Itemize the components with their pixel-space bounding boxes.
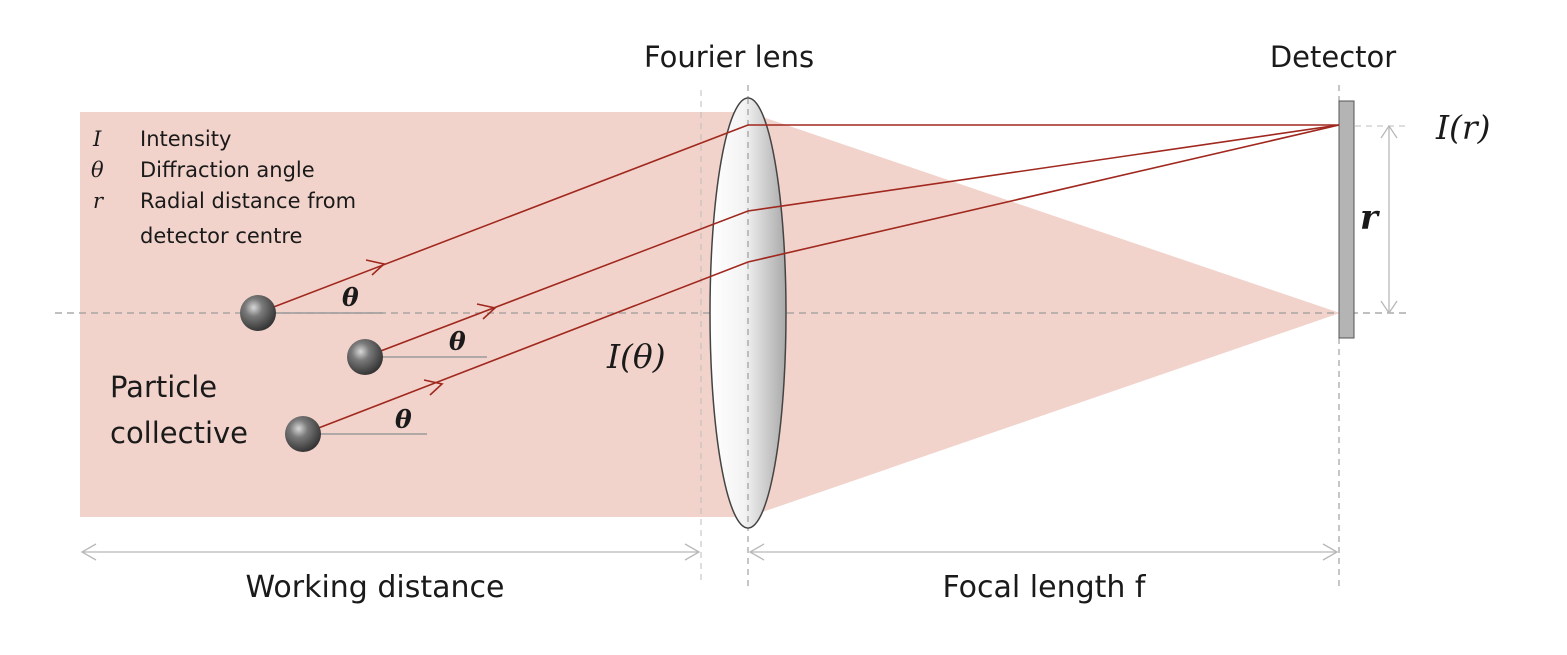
- working-distance-label: Working distance: [245, 570, 504, 605]
- ray-arrowheads: [365, 259, 497, 396]
- particle-3: [285, 416, 321, 452]
- theta-label-1: θ: [342, 283, 359, 312]
- diffracted-rays: [257, 124, 1340, 435]
- particle-1: [240, 295, 276, 331]
- legend-text-angle: Diffraction angle: [140, 158, 315, 182]
- intensity-r-label: I(r): [1435, 108, 1491, 147]
- legend: I Intensity θ Diffraction angle r Radial…: [91, 127, 356, 248]
- particle-label-line2: collective: [110, 416, 248, 450]
- focal-length-label: Focal length f: [942, 570, 1146, 605]
- intensity-theta-label: I(θ): [606, 337, 666, 376]
- working-distance-arrow: [80, 543, 701, 561]
- ray-1: [257, 124, 1339, 314]
- particle-2: [347, 339, 383, 375]
- legend-text-intensity: Intensity: [140, 127, 231, 151]
- detector-plate: [1338, 100, 1355, 339]
- legend-text-radial-cont: detector centre: [140, 224, 302, 248]
- beam-cone-focal: [748, 112, 1340, 517]
- detector-label: Detector: [1270, 40, 1396, 74]
- arrowhead-3: [423, 379, 444, 396]
- beam-region-working: [80, 112, 748, 517]
- legend-symbol-angle: θ: [91, 158, 104, 182]
- focal-length-arrow: [748, 543, 1339, 561]
- ray-3: [302, 124, 1340, 435]
- r-dimension-label: r: [1360, 198, 1380, 238]
- arrowhead-2: [476, 303, 497, 320]
- legend-symbol-radial: r: [93, 189, 105, 213]
- ray-2: [364, 124, 1340, 358]
- fourier-lens-label: Fourier lens: [644, 40, 814, 74]
- theta-label-3: θ: [395, 405, 412, 434]
- theta-label-2: θ: [449, 327, 466, 356]
- arrowhead-1: [365, 259, 386, 276]
- r-dimension: [1380, 124, 1398, 315]
- particle-label-line1: Particle: [110, 370, 217, 404]
- legend-text-radial: Radial distance from: [140, 189, 356, 213]
- legend-symbol-intensity: I: [92, 127, 102, 151]
